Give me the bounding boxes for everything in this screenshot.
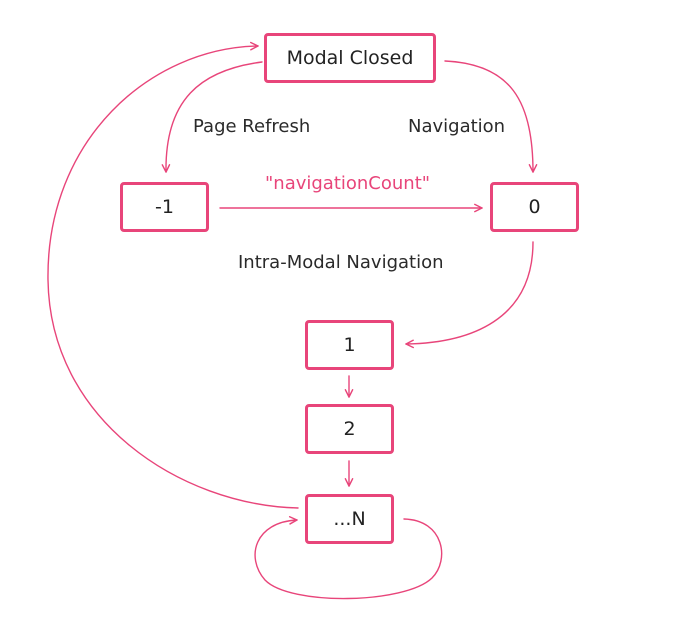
label-intra-modal-navigation: Intra-Modal Navigation — [238, 252, 444, 273]
edge-n-to-closed — [47, 41, 299, 509]
state-n: ...N — [305, 494, 394, 544]
state-two: 2 — [305, 404, 394, 454]
state-two-label: 2 — [343, 418, 356, 440]
edge-n-self-loop — [254, 516, 443, 600]
state-modal-closed-label: Modal Closed — [286, 47, 414, 69]
state-minus-one-label: -1 — [155, 196, 174, 218]
state-one-label: 1 — [343, 334, 356, 356]
state-zero-label: 0 — [528, 196, 541, 218]
edge-closed-to-zero — [444, 60, 538, 173]
label-page-refresh: Page Refresh — [193, 116, 311, 137]
label-navigation: Navigation — [408, 116, 506, 137]
state-one: 1 — [305, 320, 394, 370]
label-navigation-count: "navigationCount" — [265, 173, 431, 194]
state-zero: 0 — [490, 182, 579, 232]
state-minus-one: -1 — [120, 182, 209, 232]
edge-zero-to-one — [405, 241, 534, 349]
state-modal-closed: Modal Closed — [264, 33, 436, 83]
state-n-label: ...N — [333, 508, 366, 530]
edge-closed-to-minus-one — [161, 61, 263, 173]
